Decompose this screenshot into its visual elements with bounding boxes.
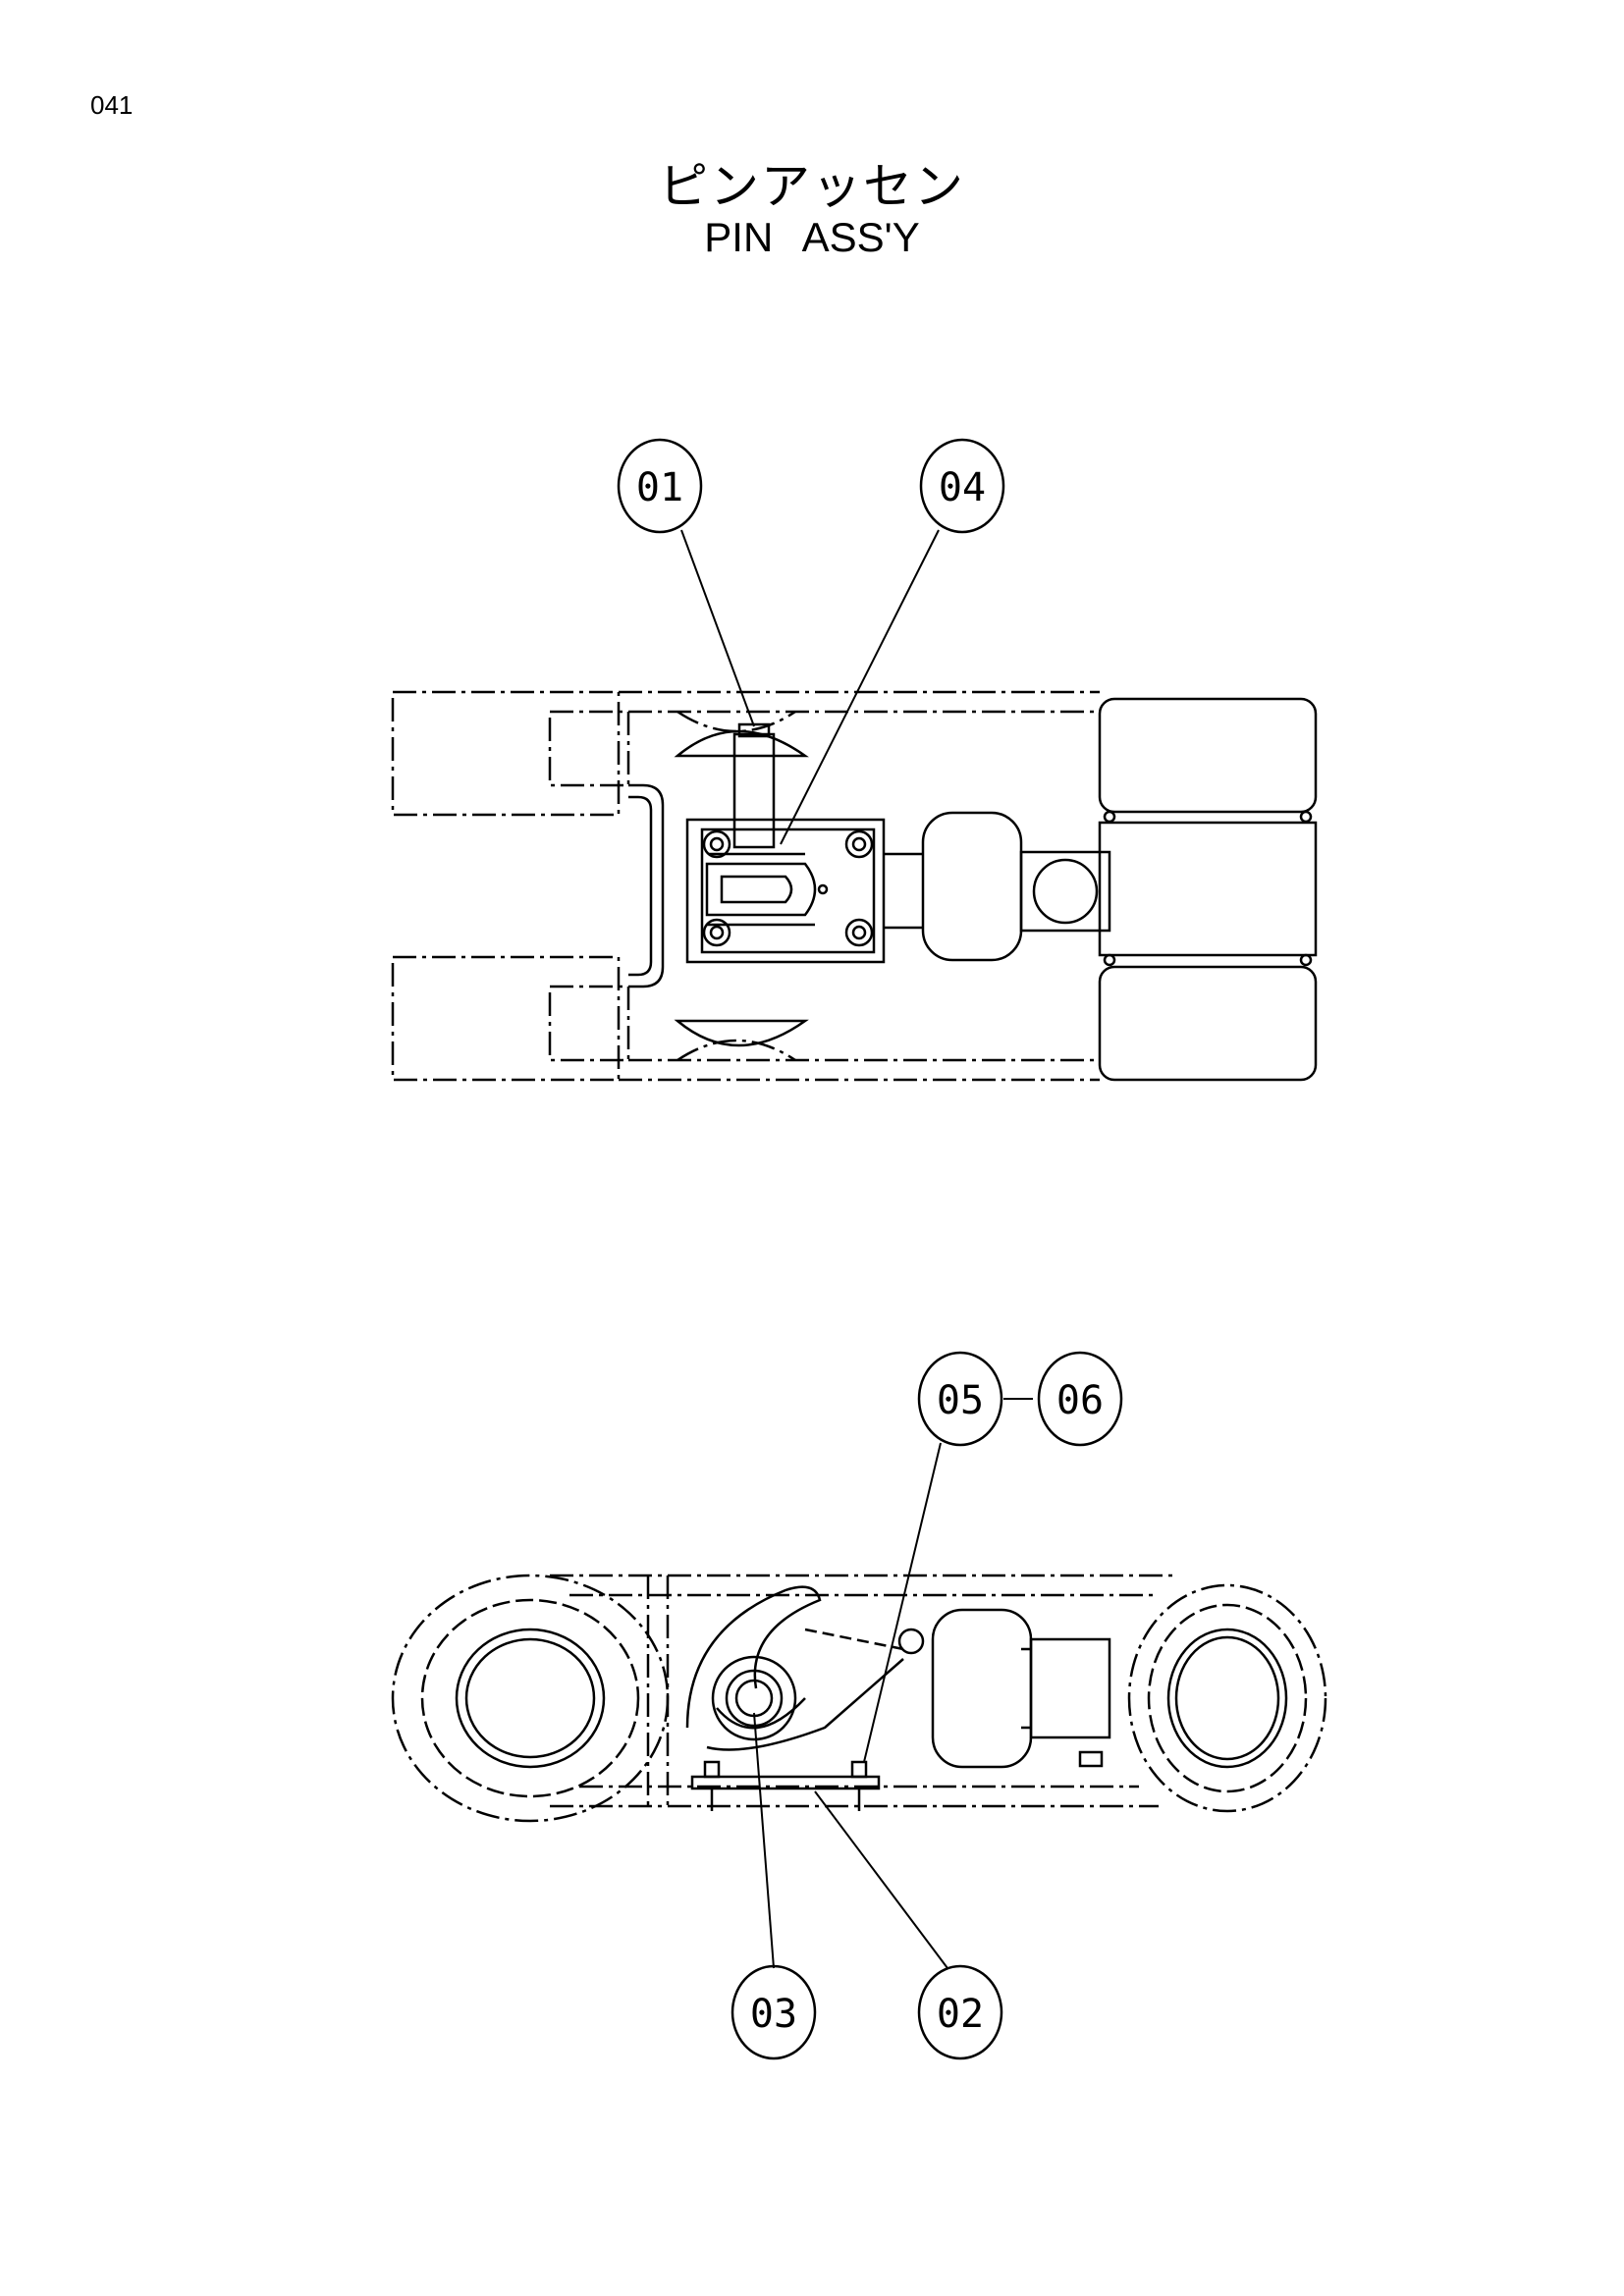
callout-04: 04 <box>919 438 1005 534</box>
page-title-japanese: ピンアッセン <box>659 158 965 215</box>
callout-06: 06 <box>1037 1351 1123 1447</box>
page-title-english: PIN ASS'Y <box>704 214 920 260</box>
callout-05: 05 <box>917 1351 1003 1447</box>
bottom-leader-lines <box>753 1398 1033 1969</box>
callout-03: 03 <box>731 1964 817 2060</box>
callout-02: 02 <box>917 1964 1003 2060</box>
callout-03-label: 03 <box>750 1992 797 2037</box>
side-view-drawing <box>391 1574 1327 1823</box>
callout-04-label: 04 <box>939 465 986 510</box>
page-number: 041 <box>90 90 134 120</box>
callout-05-label: 05 <box>937 1378 984 1423</box>
top-leader-lines <box>680 529 940 845</box>
callout-01: 01 <box>617 438 703 534</box>
top-view-drawing <box>391 690 1318 1082</box>
callout-01-label: 01 <box>636 465 683 510</box>
callout-06-label: 06 <box>1056 1378 1104 1423</box>
callout-02-label: 02 <box>937 1992 984 2037</box>
